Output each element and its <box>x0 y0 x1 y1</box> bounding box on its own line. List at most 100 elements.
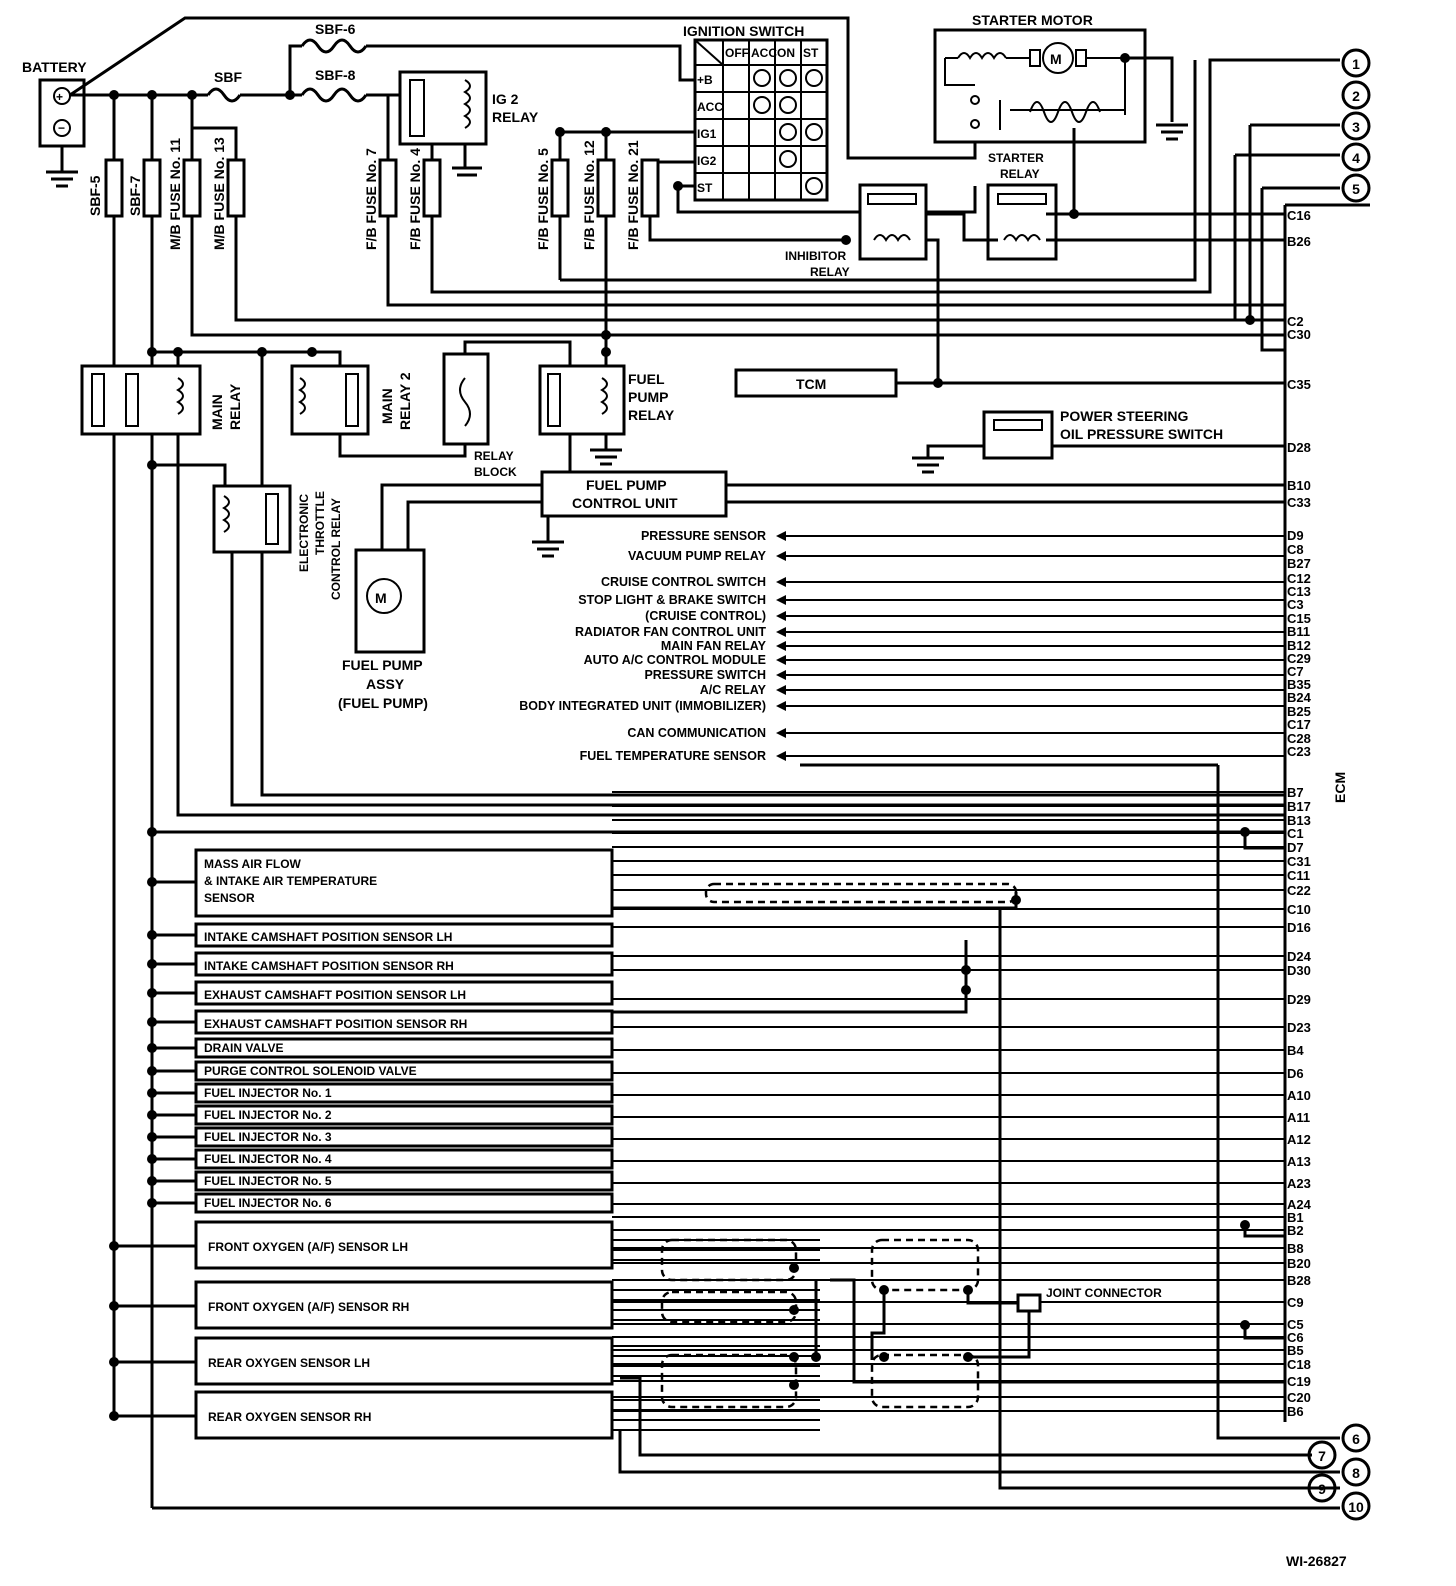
main-relay-label-1: MAIN <box>209 394 225 430</box>
sensor-label: EXHAUST CAMSHAFT POSITION SENSOR RH <box>204 1017 467 1031</box>
ecm-pin-B1: B1 <box>1287 1210 1304 1225</box>
vertical-fuses-left <box>104 95 1285 1508</box>
ecm-pin-B27: B27 <box>1287 556 1311 571</box>
ignition-col-0: OFF <box>725 46 749 60</box>
mb13-label: M/B FUSE No. 13 <box>211 137 227 250</box>
figure-id: WI-26827 <box>1286 1553 1347 1569</box>
maf-sensor-label: SENSOR <box>204 891 255 905</box>
inhibitor-label-1: INHIBITOR <box>785 249 846 263</box>
sensor-label: INTAKE CAMSHAFT POSITION SENSOR RH <box>204 959 454 973</box>
etc-label-1: ELECTRONIC <box>297 494 311 572</box>
ecm-pin-A24: A24 <box>1287 1197 1312 1212</box>
ecm-pin-D29: D29 <box>1287 992 1311 1007</box>
connector-4 <box>1341 142 1371 172</box>
ignition-col-1: ACC <box>751 46 777 60</box>
sensor-label: FUEL INJECTOR No. 1 <box>204 1086 332 1100</box>
svg-text:−: − <box>58 121 65 135</box>
ecm-pin-C8: C8 <box>1287 542 1304 557</box>
fuel-pump-assy <box>354 548 426 654</box>
ecm-pin-B35: B35 <box>1287 677 1311 692</box>
ecm-pin-B7: B7 <box>1287 785 1304 800</box>
ig2-relay <box>398 70 488 146</box>
oxygen-sensor-box <box>194 1336 614 1386</box>
ecm-pin-C23: C23 <box>1287 744 1311 759</box>
ecm-pin-C7: C7 <box>1287 664 1304 679</box>
motor-m: M <box>1050 51 1062 67</box>
sbf-label: SBF <box>214 69 242 85</box>
ignition-col-2: ON <box>777 46 795 60</box>
ignition-contact-icon <box>779 150 797 168</box>
connector-1 <box>1341 48 1371 78</box>
relay-block-label-1: RELAY <box>474 449 514 463</box>
sensor-label: PURGE CONTROL SOLENOID VALVE <box>204 1064 417 1078</box>
ignition-contact-icon <box>805 123 823 141</box>
signal-label: CAN COMMUNICATION <box>627 726 766 740</box>
connector-label: 2 <box>1352 88 1360 104</box>
sensor-label: FUEL INJECTOR No. 4 <box>204 1152 332 1166</box>
ps-label-1: POWER STEERING <box>1060 408 1188 424</box>
oxygen-sensor-label: FRONT OXYGEN (A/F) SENSOR LH <box>208 1240 408 1254</box>
oxygen-sensor-label: REAR OXYGEN SENSOR RH <box>208 1410 371 1424</box>
joint-connector <box>1016 1293 1042 1313</box>
ecm-pin-C20: C20 <box>1287 1390 1311 1405</box>
fuel-pump-motor-icon <box>366 578 402 614</box>
ecm-pin-C31: C31 <box>1287 854 1311 869</box>
ignition-contact-icon <box>753 69 771 87</box>
starter-relay-label-1: STARTER <box>988 151 1044 165</box>
etc-label-2: THROTTLE <box>313 491 327 555</box>
signal-label: STOP LIGHT & BRAKE SWITCH <box>578 593 766 607</box>
fpcu-label-1: FUEL PUMP <box>586 477 667 493</box>
signal-label: VACUUM PUMP RELAY <box>628 549 767 563</box>
signal-label: FUEL TEMPERATURE SENSOR <box>580 749 766 763</box>
signal-label: AUTO A/C CONTROL MODULE <box>584 653 766 667</box>
ground-icon <box>532 540 564 558</box>
ecm-pin-D7: D7 <box>1287 840 1304 855</box>
ecm-pin-C1: C1 <box>1287 826 1304 841</box>
ecm-pin-C16: C16 <box>1287 208 1311 223</box>
fb12-label: F/B FUSE No. 12 <box>581 140 597 250</box>
arrow-left-icon <box>776 595 786 605</box>
ecm-pin-B2: B2 <box>1287 1223 1304 1238</box>
connector-label: 4 <box>1352 150 1360 166</box>
ecm-pin-C6: C6 <box>1287 1330 1304 1345</box>
ecm-pin-C3: C3 <box>1287 597 1304 612</box>
ecm-pin-B10: B10 <box>1287 478 1311 493</box>
sbf8-label: SBF-8 <box>315 67 356 83</box>
inhibitor-label-2: RELAY <box>810 265 850 279</box>
sbf7-label: SBF-7 <box>127 175 143 216</box>
ecm-pin-B11: B11 <box>1287 624 1310 639</box>
connector-label: 7 <box>1318 1448 1326 1464</box>
ground-icon <box>46 170 78 188</box>
fb7-label: F/B FUSE No. 7 <box>363 148 379 250</box>
power-steering-switch <box>982 410 1054 460</box>
signal-label: MAIN FAN RELAY <box>661 639 767 653</box>
ecm-pin-B8: B8 <box>1287 1241 1304 1256</box>
ecm-pin-B20: B20 <box>1287 1256 1311 1271</box>
ecm-pin-B6: B6 <box>1287 1404 1304 1419</box>
signal-label: A/C RELAY <box>700 683 767 697</box>
motor-icon <box>1042 42 1074 74</box>
ecm-pin-C33: C33 <box>1287 495 1311 510</box>
ecm-pin-D16: D16 <box>1287 920 1311 935</box>
starter-relay <box>986 183 1058 261</box>
oxygen-sensor-label: FRONT OXYGEN (A/F) SENSOR RH <box>208 1300 409 1314</box>
ecm-pin-A10: A10 <box>1287 1088 1311 1103</box>
ecm-pin-B28: B28 <box>1287 1273 1311 1288</box>
ecm-pin-D6: D6 <box>1287 1066 1304 1081</box>
ground-icon <box>1156 123 1188 141</box>
fuel-relay-label-2: PUMP <box>628 389 668 405</box>
ecm-label: ECM <box>1332 772 1348 803</box>
ecm-pin-B4: B4 <box>1287 1043 1304 1058</box>
joint-connector-label: JOINT CONNECTOR <box>1046 1286 1162 1300</box>
arrow-left-icon <box>776 577 786 587</box>
ignition-title: IGNITION SWITCH <box>683 23 804 39</box>
ecm-pin-A13: A13 <box>1287 1154 1311 1169</box>
ecm-pin-C10: C10 <box>1287 902 1311 917</box>
ecm-pin-C15: C15 <box>1287 611 1311 626</box>
ecm-pin-B26: B26 <box>1287 234 1311 249</box>
ecm-pin-B25: B25 <box>1287 704 1311 719</box>
ecm-pin-B17: B17 <box>1287 799 1311 814</box>
ignition-row-2: IG1 <box>697 127 717 141</box>
sensor-label: FUEL INJECTOR No. 2 <box>204 1108 332 1122</box>
ignition-row-4: ST <box>697 181 713 195</box>
